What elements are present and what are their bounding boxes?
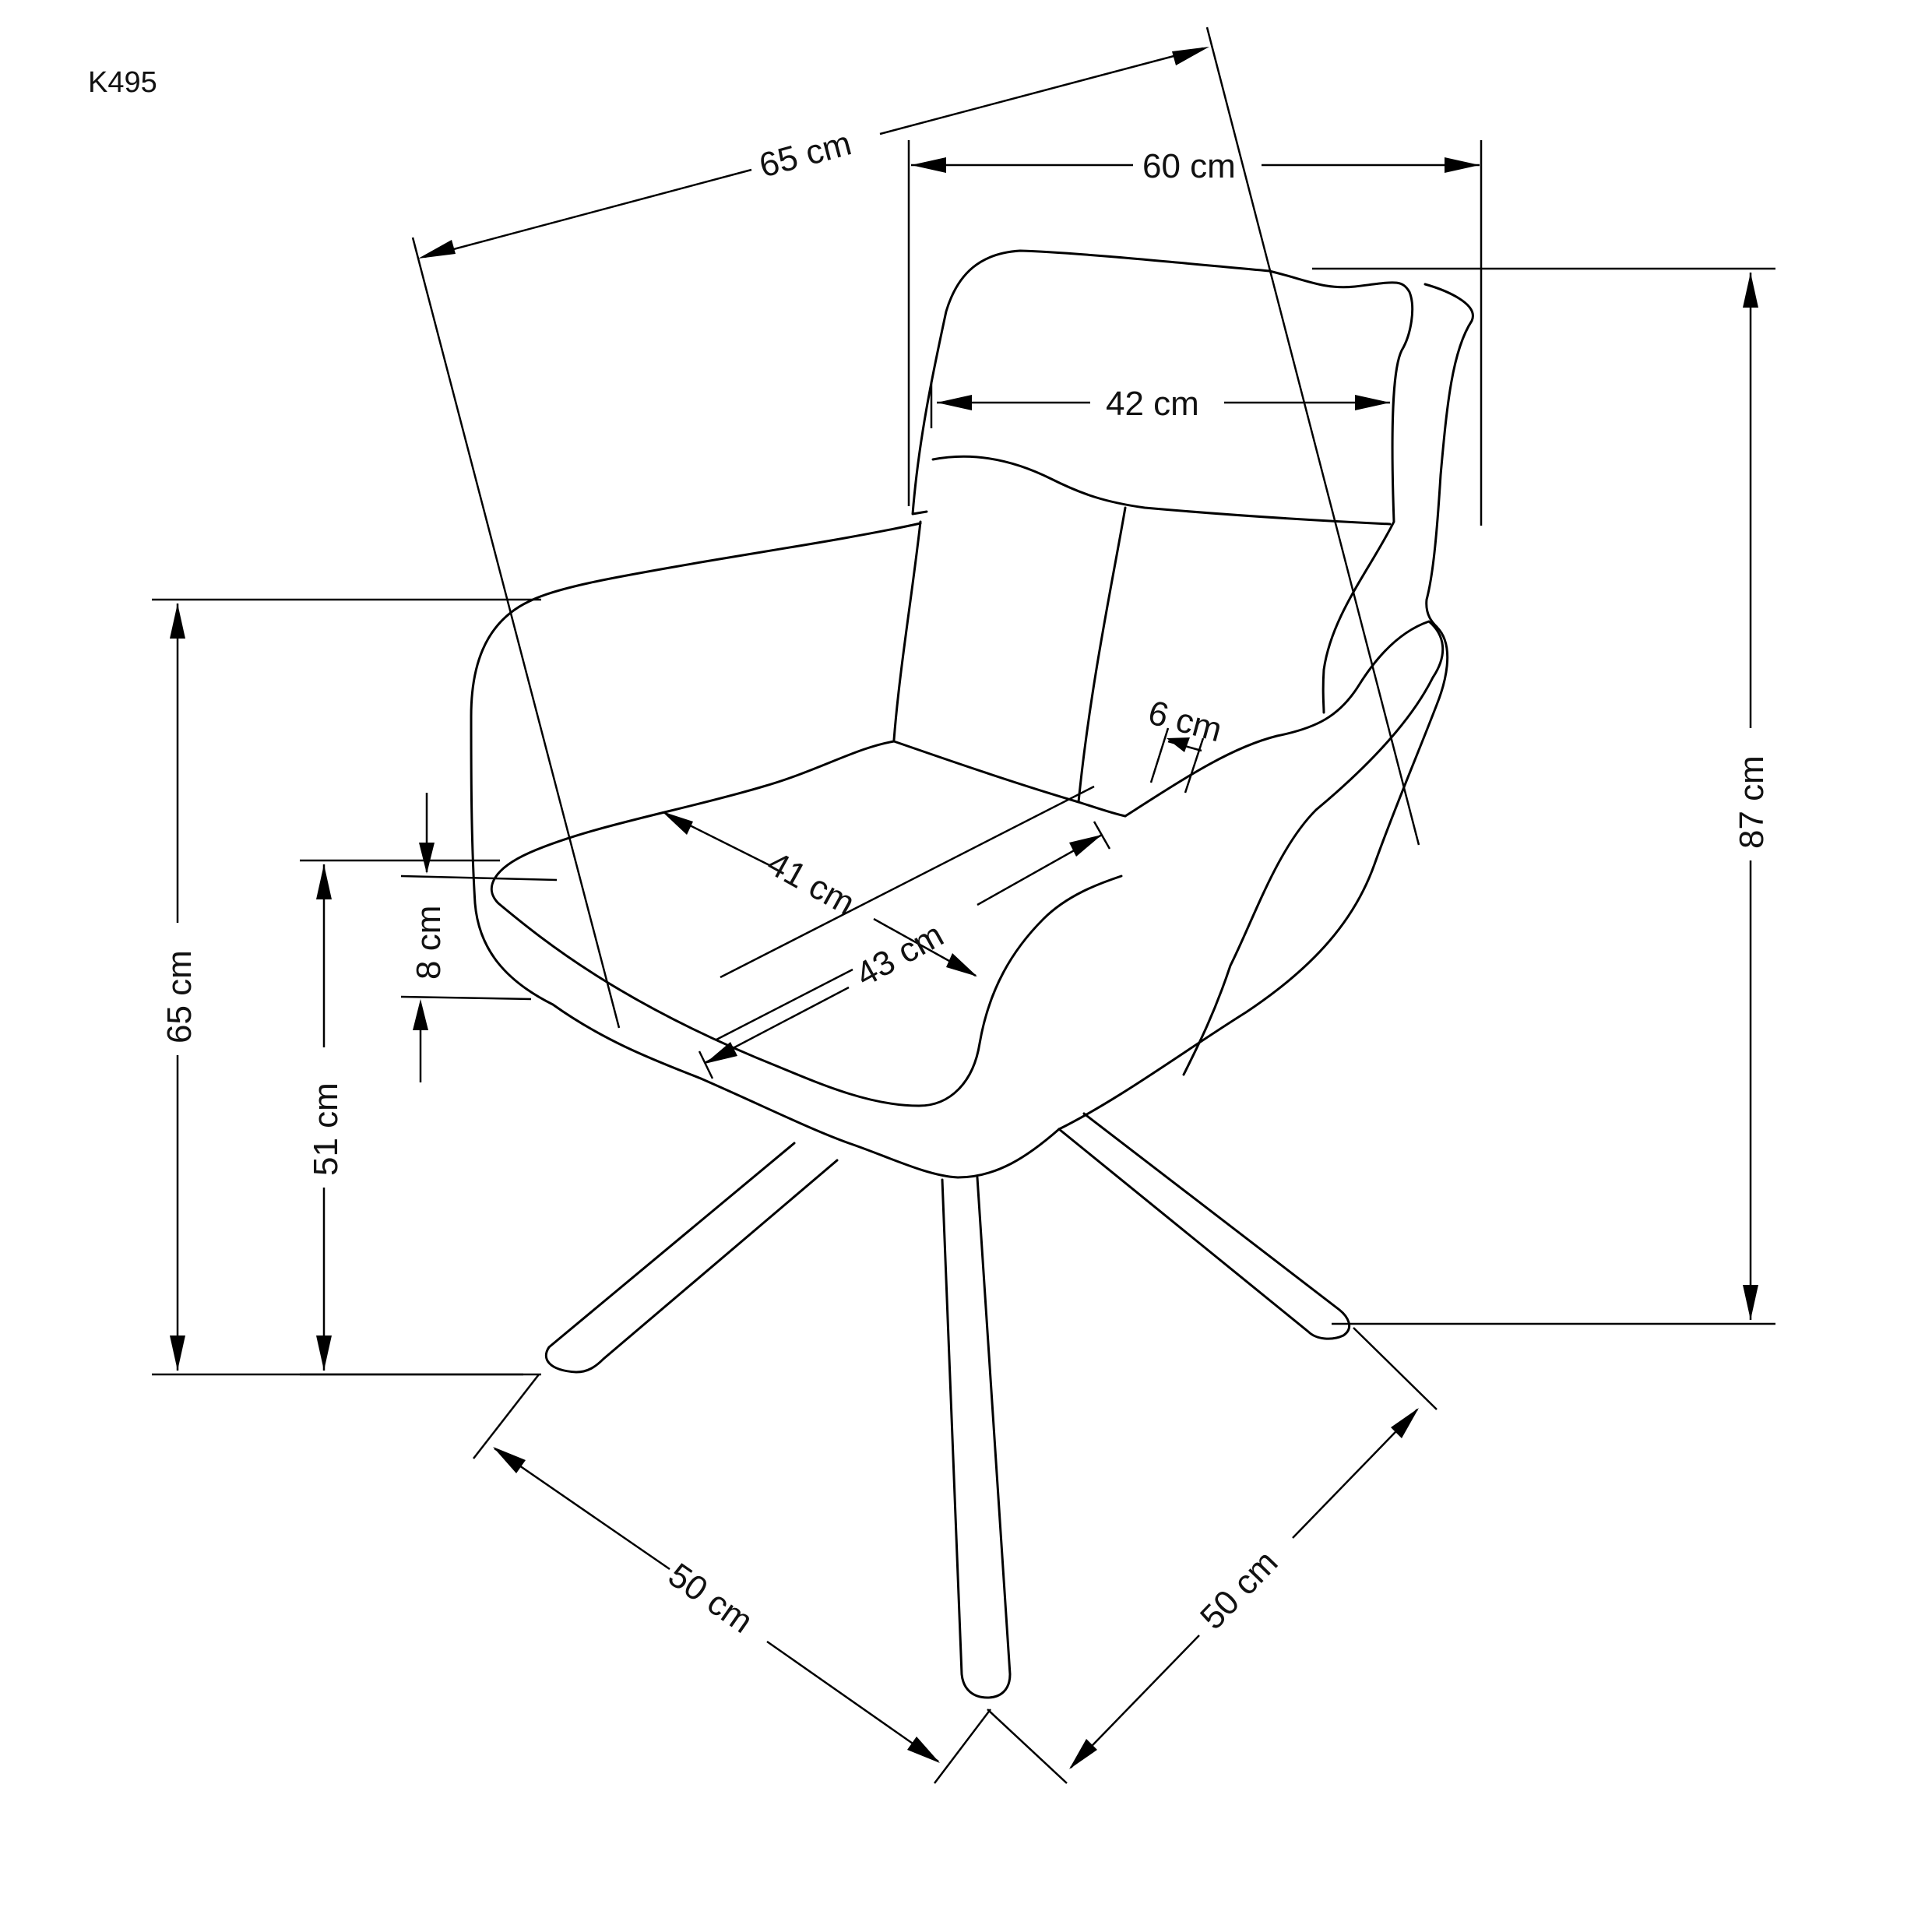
leg-right xyxy=(1057,1112,1351,1340)
seat-width-guide-lower xyxy=(716,968,853,1041)
backrest-width-arrow-left xyxy=(937,395,972,410)
seat-width-arrow-right xyxy=(1069,835,1102,857)
height-arrow-bottom xyxy=(1743,1285,1758,1320)
height-label: 87 cm xyxy=(1733,755,1771,849)
right-armrest-outer xyxy=(1057,625,1449,1131)
backrest-outline xyxy=(911,249,1414,714)
armrest-width-tick-right xyxy=(1184,737,1205,794)
seat-depth-arrow-top xyxy=(662,811,693,835)
depth-arrow-left xyxy=(418,240,456,259)
height-arrow-top xyxy=(1743,273,1758,308)
right-armrest xyxy=(1124,620,1445,1076)
width-label: 60 cm xyxy=(1142,147,1236,185)
left-armrest xyxy=(470,522,922,1080)
base-right-extension-a xyxy=(1353,1327,1438,1410)
armrest-width-tick-left xyxy=(1149,727,1170,783)
base-right-arrow-a xyxy=(1391,1408,1419,1438)
seat-depth-label: 41 cm xyxy=(761,844,861,923)
depth-extension-left xyxy=(411,237,621,1029)
base-right-arrow-b xyxy=(1069,1739,1097,1769)
seat-thickness-label: 8 cm xyxy=(410,906,448,980)
base-left-dim-a xyxy=(494,1447,670,1571)
backrest-width-label: 42 cm xyxy=(1106,385,1199,423)
seat-thickness-extension-bottom xyxy=(400,995,532,1001)
chair-outline xyxy=(470,249,1474,1179)
seat-thickness-extension-top xyxy=(400,875,558,882)
base-left-arrow-a xyxy=(493,1447,526,1473)
seat-shell-bottom xyxy=(699,1077,1061,1179)
base-left-arrow-b xyxy=(907,1737,940,1763)
product-code: K495 xyxy=(88,66,157,99)
base-left-label: 50 cm xyxy=(661,1556,759,1641)
seat-height-label: 51 cm xyxy=(307,1082,345,1176)
armrest-width-label: 6 cm xyxy=(1144,693,1226,749)
seat-width-guide xyxy=(720,785,1095,979)
seat-width-arrow-left xyxy=(705,1042,737,1064)
depth-label: 65 cm xyxy=(755,124,855,185)
armrest-height-arrow-bottom xyxy=(170,1336,185,1371)
depth-arrow-right xyxy=(1172,47,1209,65)
armrest-width-arrow xyxy=(1167,737,1190,752)
leg-front-center xyxy=(941,1176,1012,1699)
seat-thickness-arrow-bottom xyxy=(413,999,428,1030)
backrest-seam xyxy=(1077,506,1127,804)
seat-height-arrow-bottom xyxy=(316,1336,332,1371)
dimension-lines: 65 cm 60 cm 42 cm 87 cm 65 cm xyxy=(152,26,1775,1784)
seat-width-tick-right xyxy=(1093,821,1111,850)
depth-extension-right xyxy=(1205,26,1420,846)
base-left-extension-b xyxy=(934,1709,991,1784)
seat-height-arrow-top xyxy=(316,864,332,899)
leg-front-left xyxy=(544,1142,839,1374)
base-left-dim-b xyxy=(766,1640,939,1763)
seat-depth-arrow-bottom xyxy=(946,953,977,977)
chair-legs xyxy=(544,1112,1351,1699)
armrest-height-label: 65 cm xyxy=(160,950,199,1043)
depth-dim-line-a xyxy=(424,168,752,259)
armrest-height-arrow-top xyxy=(170,604,185,639)
backrest-width-arrow-right xyxy=(1355,395,1390,410)
width-arrow-left xyxy=(911,157,946,173)
seat-width-tick-left xyxy=(698,1050,714,1079)
base-right-extension-b xyxy=(987,1709,1068,1784)
backrest-left-edge xyxy=(892,520,922,741)
base-left-extension-a xyxy=(473,1374,540,1459)
backrest-side-outline xyxy=(1423,283,1474,628)
depth-dim-line-b xyxy=(879,47,1204,135)
headrest-band xyxy=(931,455,1392,526)
seat-back-edge xyxy=(892,740,1127,818)
base-right-label: 50 cm xyxy=(1193,1543,1285,1637)
seat-thickness-arrow-top xyxy=(419,843,435,874)
width-arrow-right xyxy=(1445,157,1480,173)
seat-width-label: 43 cm xyxy=(850,916,950,994)
seat-cushion xyxy=(490,740,1123,1107)
